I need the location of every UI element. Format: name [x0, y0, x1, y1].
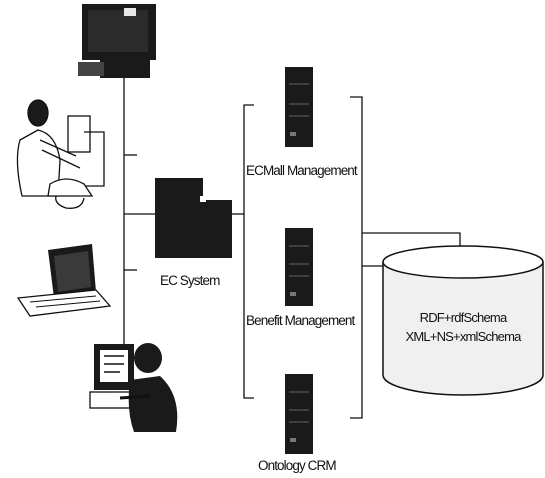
- servers-to-db-link-top: [362, 233, 460, 246]
- benefit-management-label: Benefit Management: [246, 313, 356, 328]
- ontology-crm-label: Ontology CRM: [258, 458, 336, 473]
- benefit-server-icon: [285, 228, 313, 306]
- desktop-computer-icon: [78, 4, 156, 78]
- laptop-icon: [18, 244, 110, 316]
- user-at-computer-icon: [90, 343, 177, 432]
- ec-system-label: EC System: [160, 273, 220, 288]
- db-label-rdf: RDF+rdfSchema: [420, 310, 508, 325]
- ec-system-server-icon: [155, 178, 232, 258]
- db-label-xml: XML+NS+xmlSchema: [405, 329, 522, 344]
- ecmall-server-icon: [285, 67, 313, 147]
- left-bracket: [244, 105, 254, 398]
- ecmall-management-label: ECMall Management: [246, 163, 358, 178]
- crm-server-icon: [285, 374, 313, 454]
- right-bracket: [350, 97, 362, 418]
- office-worker-icon: [17, 100, 104, 208]
